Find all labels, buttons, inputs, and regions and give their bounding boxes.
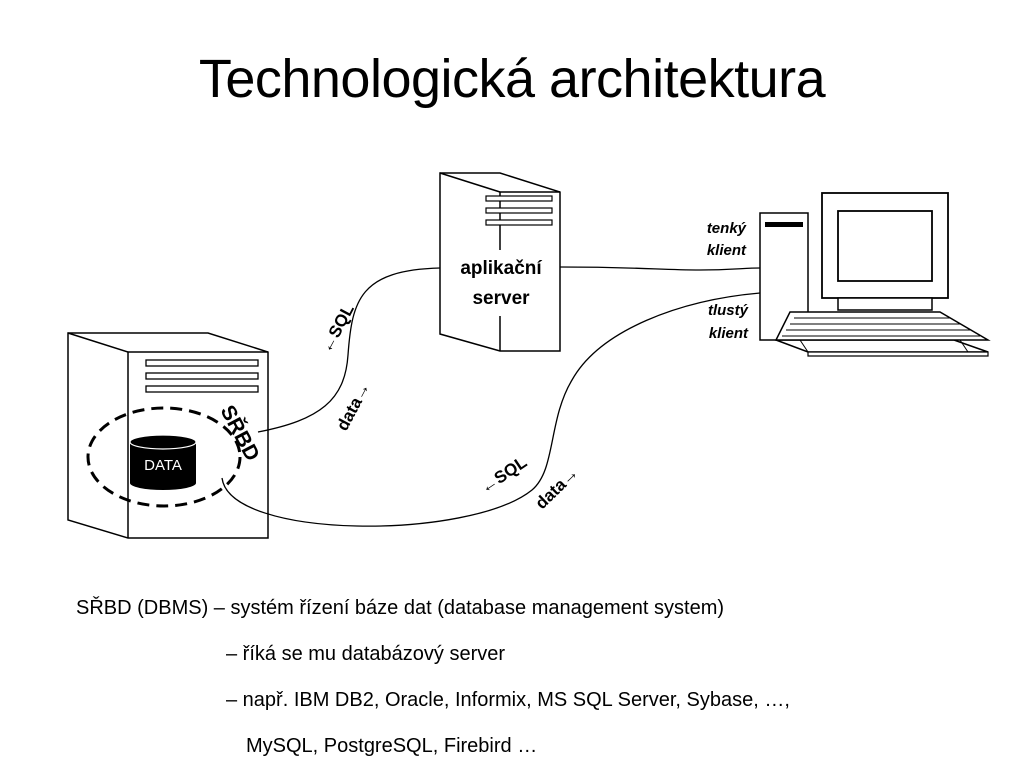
- sql-label-upper: ←SQL: [317, 301, 358, 356]
- thick-client-label-2: klient: [709, 325, 749, 342]
- data-label: DATA: [144, 457, 182, 474]
- connection-db-client: [221, 292, 761, 527]
- dbms-boundary: [86, 406, 242, 508]
- note-line-4: MySQL, PostgreSQL, Firebird …: [246, 735, 538, 757]
- client-computer-icon: [759, 192, 991, 357]
- thin-client-label-1: tenký: [707, 220, 747, 237]
- data-cylinder-icon: DATA: [129, 434, 197, 490]
- thin-client-label-2: klient: [707, 242, 747, 259]
- note-line-1: SŘBD (DBMS) – systém řízení báze dat (da…: [76, 597, 725, 619]
- connection-appserver-client: [559, 266, 761, 271]
- app-server: [439, 172, 561, 352]
- slide-title: Technologická architektura: [198, 49, 826, 109]
- note-line-2: – říká se mu databázový server: [226, 643, 506, 665]
- connection-db-appserver: [257, 267, 441, 433]
- data-label-upper: data→: [333, 379, 374, 434]
- note-line-3: – např. IBM DB2, Oracle, Informix, MS SQ…: [226, 689, 790, 711]
- sql-label-lower: ←SQL: [477, 453, 531, 498]
- data-label-lower: data→: [532, 463, 583, 513]
- app-server-label-2: server: [472, 288, 530, 309]
- thick-client-label-1: tlustý: [708, 302, 749, 319]
- app-server-label-1: aplikační: [460, 258, 542, 279]
